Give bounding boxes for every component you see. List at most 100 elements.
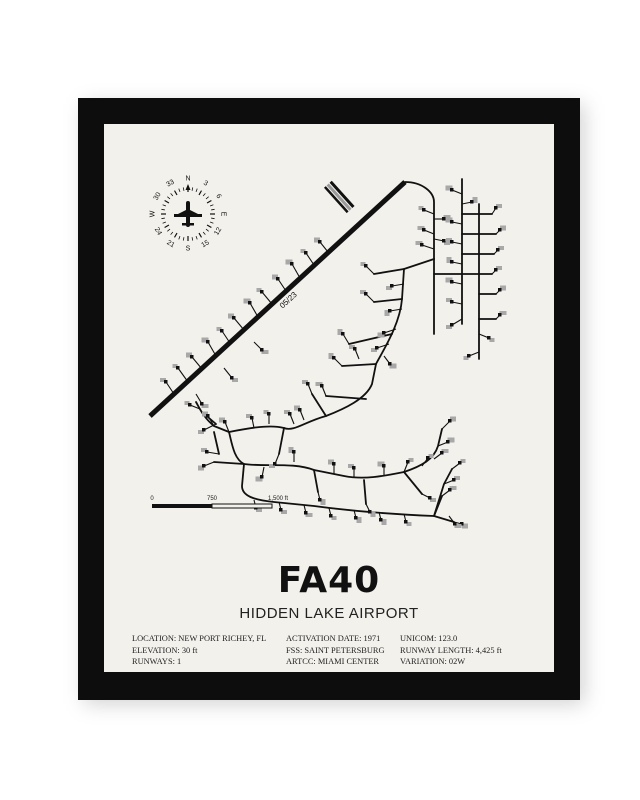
driveway — [251, 417, 255, 429]
building — [248, 301, 252, 305]
info-elevation: ELEVATION: 30 ft — [132, 645, 198, 655]
building — [360, 290, 366, 294]
building — [314, 237, 320, 243]
building — [261, 350, 269, 354]
building — [279, 508, 283, 512]
building — [460, 522, 464, 526]
building — [184, 401, 190, 405]
building — [320, 499, 326, 505]
compass-tick — [164, 224, 170, 229]
driveway — [289, 413, 295, 425]
info-runway-length: RUNWAY LENGTH: 4,425 ft — [400, 645, 502, 655]
building — [450, 323, 454, 327]
building — [386, 286, 392, 290]
building — [446, 257, 452, 263]
building — [448, 488, 452, 492]
info-activation-date: ACTIVATION DATE: 1971 — [286, 634, 381, 643]
building — [306, 382, 310, 386]
building — [368, 510, 372, 514]
building — [232, 378, 238, 382]
building — [353, 347, 357, 351]
building — [288, 412, 292, 416]
compass-west: W — [150, 210, 157, 217]
building — [426, 456, 430, 460]
info-runways: RUNWAYS: 1 — [132, 657, 182, 667]
compass-tick — [206, 224, 212, 229]
building — [315, 382, 323, 386]
threshold-apron — [323, 180, 355, 214]
building — [499, 311, 507, 315]
compass-24: 24 — [153, 226, 163, 236]
building — [202, 464, 206, 468]
building — [201, 448, 207, 452]
building — [198, 430, 204, 434]
info-variation: VARIATION: 02W — [400, 657, 466, 667]
building — [445, 217, 453, 223]
building — [489, 338, 495, 342]
driveway — [451, 261, 463, 265]
compass-tick — [162, 204, 167, 207]
driveway — [451, 221, 463, 225]
building — [364, 264, 368, 268]
building — [202, 411, 208, 417]
driveway — [468, 351, 480, 357]
info-artcc: ARTCC: MIAMI CENTER — [286, 657, 380, 667]
building — [276, 277, 280, 281]
driveway — [383, 328, 397, 334]
driveway — [177, 367, 189, 383]
building — [232, 316, 236, 320]
airport-code: FA40 — [277, 560, 381, 601]
building — [450, 220, 454, 224]
building — [450, 188, 454, 192]
compass-tick — [209, 221, 214, 224]
building — [255, 476, 263, 482]
compass-tick — [173, 190, 178, 196]
building — [320, 384, 324, 388]
building — [422, 208, 426, 212]
building — [172, 364, 178, 368]
driveway — [342, 333, 350, 345]
building — [260, 290, 264, 294]
building — [304, 251, 308, 255]
driveway — [206, 451, 220, 455]
compass-tick — [178, 188, 181, 193]
building — [188, 403, 192, 407]
building — [352, 466, 356, 470]
driveway — [305, 252, 315, 266]
driveway — [207, 415, 215, 427]
building — [160, 378, 166, 382]
building — [220, 329, 224, 333]
building — [300, 249, 306, 253]
building — [450, 416, 456, 422]
building — [441, 449, 449, 453]
building — [331, 516, 337, 520]
building — [260, 348, 264, 352]
building — [496, 248, 500, 252]
building — [447, 437, 455, 443]
driveway — [451, 281, 463, 285]
compass-tick — [173, 232, 178, 238]
building — [470, 200, 474, 204]
driveway — [233, 317, 245, 331]
building — [406, 522, 412, 526]
driveway — [403, 461, 409, 473]
building — [375, 346, 379, 350]
building — [256, 288, 262, 292]
building — [205, 450, 209, 454]
building — [256, 508, 262, 512]
building — [496, 204, 502, 208]
scale-bar: 0 750 1,500 ft — [150, 496, 288, 509]
building — [428, 454, 434, 458]
driveway — [261, 291, 273, 305]
building — [377, 332, 385, 338]
building — [452, 478, 456, 482]
building — [417, 226, 425, 230]
building — [267, 412, 271, 416]
building — [379, 518, 383, 522]
building — [460, 459, 466, 463]
driveway — [451, 241, 463, 245]
building — [498, 228, 502, 232]
